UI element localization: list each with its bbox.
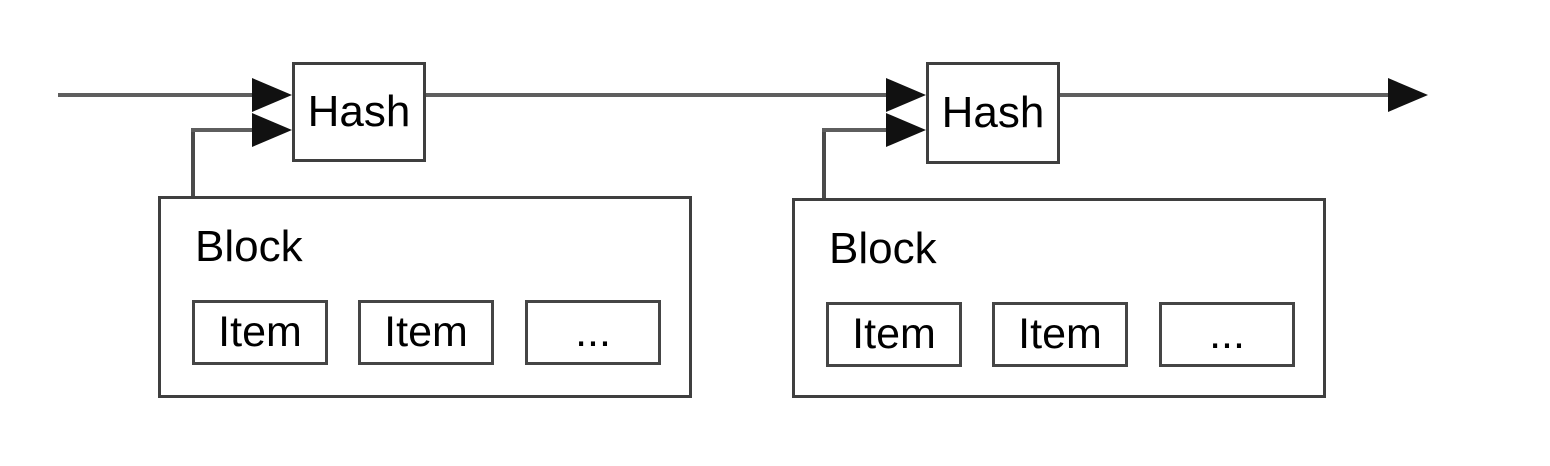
hash-box-2: Hash — [926, 62, 1060, 164]
arrowhead-block-2-into-hash-2-icon — [886, 113, 926, 147]
chain-line-hash-1-to-hash-2 — [426, 93, 888, 97]
block-2-item-1-label: Item — [852, 310, 936, 358]
chain-line-incoming — [58, 93, 254, 97]
block-1-item-ellipsis: ... — [525, 300, 661, 365]
chain-line-outgoing — [1060, 93, 1390, 97]
connector-block-1-horizontal — [191, 128, 254, 132]
block-1-item-2: Item — [358, 300, 494, 365]
connector-block-2-vertical — [822, 128, 826, 202]
block-1: Block Item Item ... — [158, 196, 692, 398]
block-2-item-ellipsis: ... — [1159, 302, 1295, 367]
connector-block-2-horizontal — [822, 128, 888, 132]
connector-block-1-vertical — [191, 128, 195, 200]
arrowhead-into-hash-2-top-icon — [886, 78, 926, 112]
hash-box-2-label: Hash — [941, 88, 1045, 137]
block-1-item-ellipsis-label: ... — [575, 308, 611, 356]
arrowhead-block-1-into-hash-1-icon — [252, 113, 292, 147]
block-1-item-1-label: Item — [218, 308, 302, 356]
block-2: Block Item Item ... — [792, 198, 1326, 398]
block-2-item-2: Item — [992, 302, 1128, 367]
block-2-item-1: Item — [826, 302, 962, 367]
block-1-label: Block — [195, 222, 303, 271]
block-2-label: Block — [829, 224, 937, 273]
block-1-item-1: Item — [192, 300, 328, 365]
block-2-item-2-label: Item — [1018, 310, 1102, 358]
arrowhead-outgoing-icon — [1388, 78, 1428, 112]
block-1-item-2-label: Item — [384, 308, 468, 356]
hash-box-1-label: Hash — [307, 87, 411, 136]
block-2-item-ellipsis-label: ... — [1209, 310, 1245, 358]
arrowhead-into-hash-1-top-icon — [252, 78, 292, 112]
hash-box-1: Hash — [292, 62, 426, 162]
